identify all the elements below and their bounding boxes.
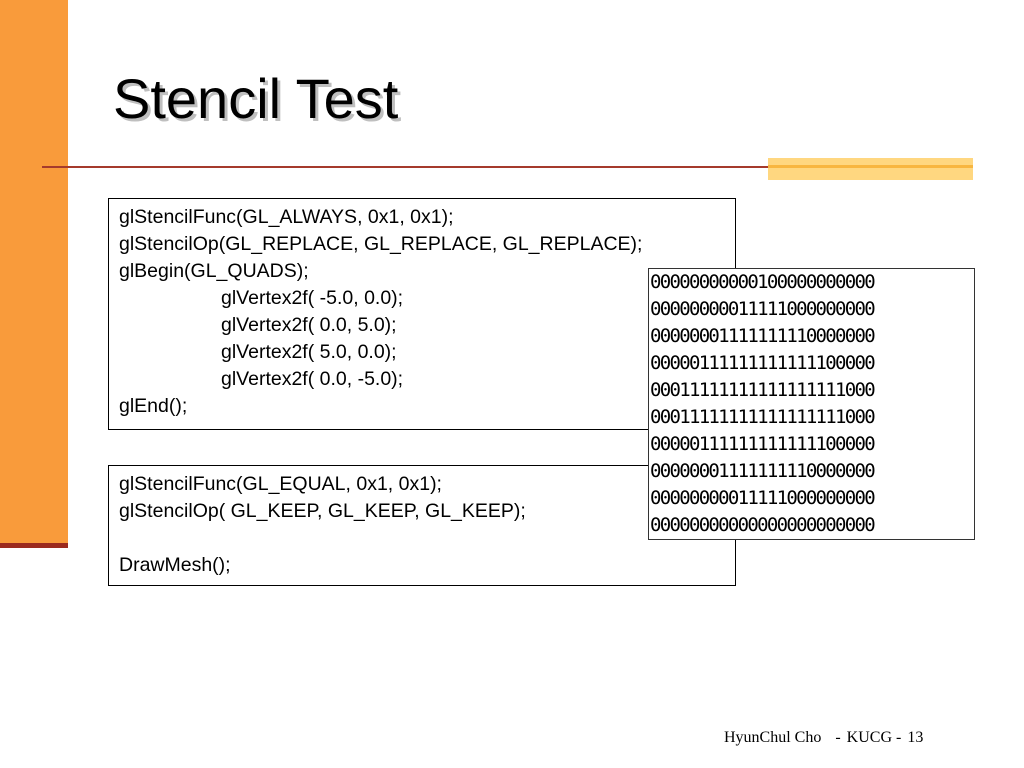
code-line [119,525,725,552]
code-line: glStencilFunc(GL_ALWAYS, 0x1, 0x1); [119,206,454,228]
code-line: glEnd(); [119,395,188,417]
code-line: glStencilOp(GL_REPLACE, GL_REPLACE, GL_R… [119,233,643,255]
stencil-grid-row: 00000000000100000000000 [650,271,876,293]
code-line: glStencilFunc(GL_EQUAL, 0x1, 0x1); [119,473,442,495]
stencil-grid-row: 00000001111111110000000 [650,325,876,347]
slide-title: Stencil Test [113,67,399,130]
stencil-grid-row: 00011111111111111111000 [650,406,876,428]
code-line: glVertex2f( 5.0, 0.0); [221,341,397,363]
code-line: glBegin(GL_QUADS); [119,260,309,282]
stencil-grid-row: 00000000011111000000000 [650,298,876,320]
code-line: DrawMesh(); [119,554,231,576]
stencil-grid-row: 00000000000000000000000 [650,514,876,536]
footer-org: KUCG [846,729,893,746]
code-block-stencil-write: glStencilFunc(GL_ALWAYS, 0x1, 0x1); glSt… [108,198,736,430]
stencil-buffer-grid: 00000000000100000000000 0000000001111100… [648,268,975,540]
left-accent-bar [0,0,68,548]
footer-page-number: 13 [907,729,924,746]
title-divider [42,166,972,168]
code-line: glVertex2f( 0.0, -5.0); [221,368,404,390]
left-accent-bar-shadow [0,543,68,548]
footer-dash-left: - [835,729,841,746]
stencil-grid-row: 00000111111111111100000 [650,433,876,455]
slide-footer: HyunChul Cho-KUCG -13 [724,729,923,747]
footer-dash-right: - [896,729,902,746]
footer-author: HyunChul Cho [724,729,822,746]
title-divider-accent [768,158,973,180]
code-line: glStencilOp( GL_KEEP, GL_KEEP, GL_KEEP); [119,500,526,522]
code-block-stencil-test: glStencilFunc(GL_EQUAL, 0x1, 0x1); glSte… [108,465,736,586]
stencil-grid-row: 00000001111111110000000 [650,460,876,482]
stencil-grid-row: 00000111111111111100000 [650,352,876,374]
code-line: glVertex2f( 0.0, 5.0); [221,314,397,336]
stencil-grid-row: 00011111111111111111000 [650,379,876,401]
code-line: glVertex2f( -5.0, 0.0); [221,287,404,309]
stencil-grid-row: 00000000011111000000000 [650,487,876,509]
